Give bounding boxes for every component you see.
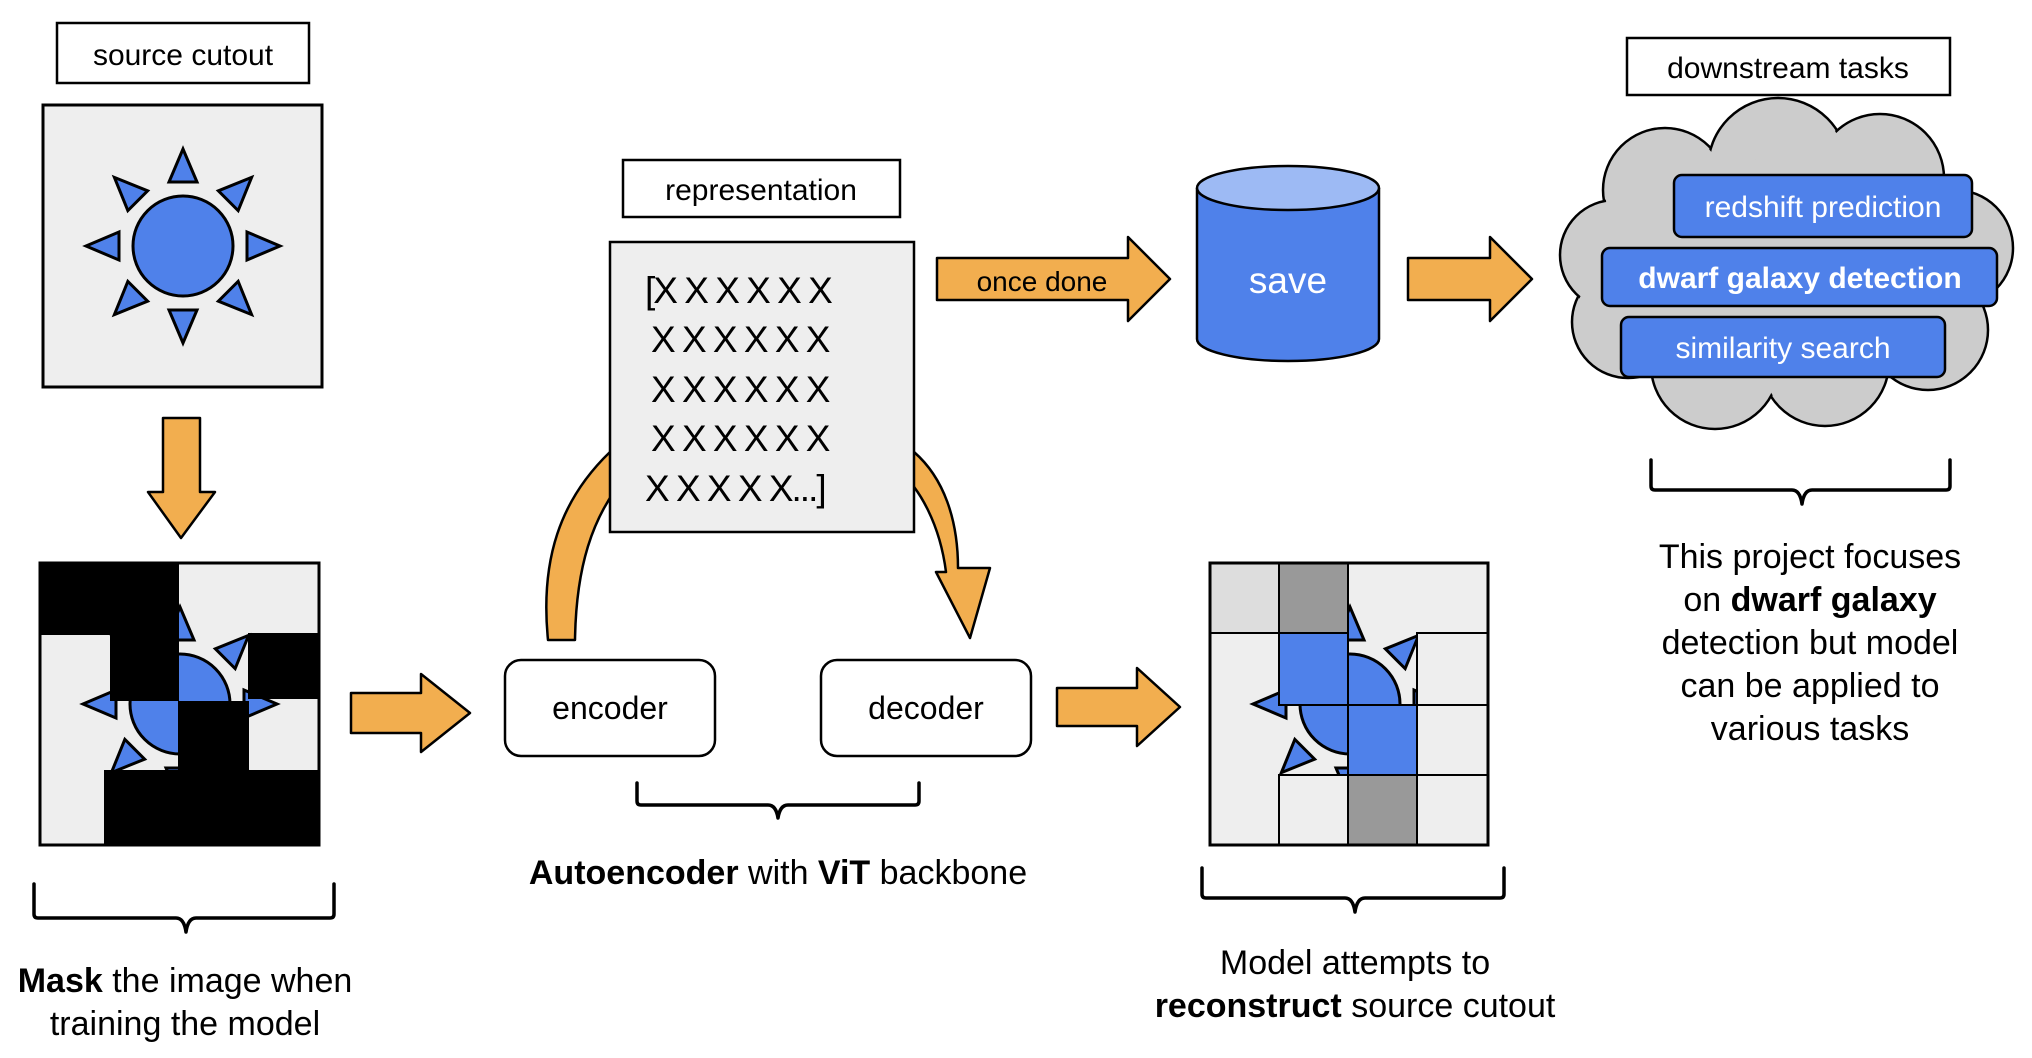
representation-label: representation xyxy=(665,174,857,207)
right-arrow-icon xyxy=(1055,666,1182,748)
downstream-tasks-label: downstream tasks xyxy=(1667,52,1909,85)
encoder-label: encoder xyxy=(552,690,668,726)
project-caption: This project focuses on dwarf galaxy det… xyxy=(1600,536,2020,751)
project-line1: This project focuses xyxy=(1658,538,1962,576)
mask-caption: Mask the image when training the model xyxy=(10,960,360,1046)
decoder-box xyxy=(819,658,1033,758)
autoencoder-rest: backbone xyxy=(870,854,1028,892)
encoder-box xyxy=(503,658,717,758)
source-cutout-panel xyxy=(41,103,324,389)
right-arrow-icon xyxy=(349,672,472,754)
curly-brace-icon xyxy=(1649,458,1952,506)
curly-brace-icon xyxy=(32,882,336,934)
source-cutout-label-box xyxy=(55,21,311,85)
masked-image-panel xyxy=(38,561,321,847)
matrix-row: X X X X X X xyxy=(651,418,830,459)
task-pill-similarity xyxy=(1619,315,1947,379)
right-arrow-icon xyxy=(1406,235,1534,323)
project-line4: can be applied to xyxy=(1680,667,1940,705)
curly-brace-icon xyxy=(1200,866,1506,914)
reconstruct-rest: source cutout xyxy=(1341,987,1556,1025)
downstream-tasks-label-box xyxy=(1625,36,1952,97)
once-done-arrow-icon xyxy=(935,235,1172,323)
mask-caption-bold: Mask xyxy=(17,962,103,1000)
decoder-label: decoder xyxy=(868,690,984,726)
project-line5: various tasks xyxy=(1710,710,1910,748)
project-pre: on xyxy=(1683,581,1731,619)
autoencoder-bold: Autoencoder xyxy=(528,854,739,892)
task-label: redshift prediction xyxy=(1705,191,1942,224)
task-label: similarity search xyxy=(1675,332,1890,365)
down-arrow-icon xyxy=(146,416,217,540)
task-pill-dwarf xyxy=(1600,246,1999,308)
save-label: save xyxy=(1249,260,1327,301)
matrix-row: X X X X X...] xyxy=(645,468,825,509)
mask-caption-text: the image when xyxy=(102,962,353,1000)
matrix-row: X X X X X X xyxy=(651,319,830,360)
matrix-row: X X X X X X xyxy=(651,369,830,410)
mask-caption-line2: training the model xyxy=(49,1005,321,1043)
source-cutout-label: source cutout xyxy=(93,39,274,72)
reconstruct-caption: Model attempts to reconstruct source cut… xyxy=(1130,942,1580,1028)
database-cylinder-icon xyxy=(1195,164,1381,363)
autoencoder-mid: with xyxy=(738,854,818,892)
representation-matrix: [X X X X X X X X X X X X X X X X X X X X… xyxy=(608,240,916,534)
reconstruct-caption-line1: Model attempts to xyxy=(1219,944,1491,982)
once-done-label: once done xyxy=(977,266,1108,297)
curved-arrow-icon xyxy=(896,450,992,640)
task-pill-redshift xyxy=(1672,173,1974,239)
task-label: dwarf galaxy detection xyxy=(1638,262,1961,295)
project-bold: dwarf galaxy xyxy=(1730,581,1937,619)
vit-bold: ViT xyxy=(817,854,871,892)
autoencoder-caption: Autoencoder with ViT backbone xyxy=(478,852,1078,895)
representation-label-box xyxy=(621,158,902,219)
reconstructed-image-panel xyxy=(1208,561,1490,847)
reconstruct-bold: reconstruct xyxy=(1154,987,1342,1025)
matrix-row: [X X X X X X xyxy=(645,270,832,311)
curly-brace-icon xyxy=(635,781,921,820)
project-line3: detection but model xyxy=(1661,624,1959,662)
